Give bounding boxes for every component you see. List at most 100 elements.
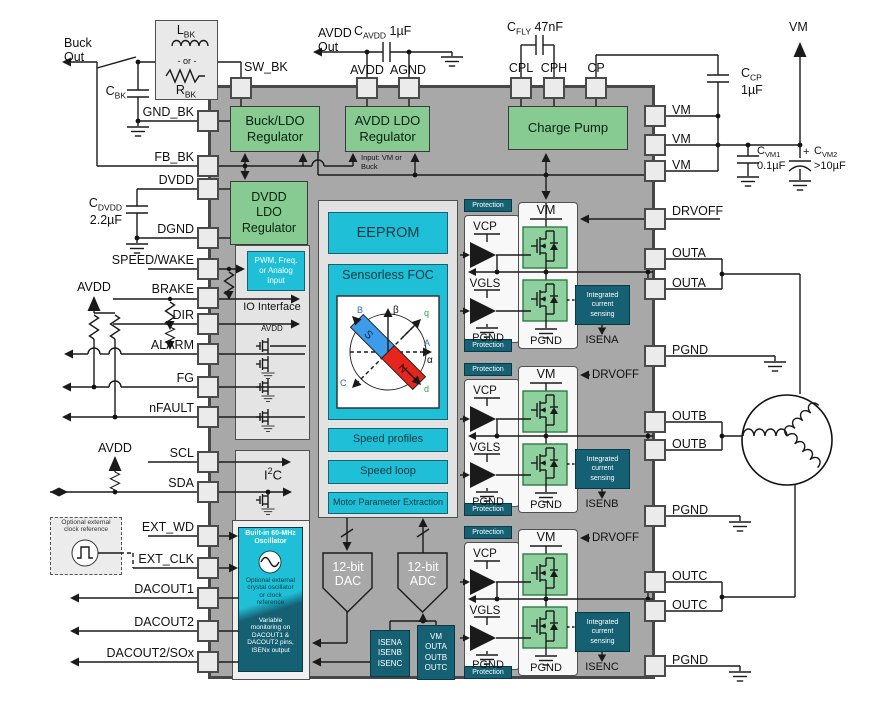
label-io-avdd: AVDD — [261, 324, 283, 333]
label-pin-fb-bk: FB_BK — [154, 150, 194, 164]
pin-scl — [197, 451, 219, 473]
block-pwm-input: PWM, Freq. or Analog Input — [247, 251, 305, 291]
pin-dgnd — [197, 227, 219, 249]
pin-cp — [585, 77, 607, 99]
label-avdd-pullup-2: AVDD — [98, 441, 132, 455]
label-drvoff-c: DRVOFF — [592, 532, 640, 544]
label-cavdd: CAVDD 1µF — [354, 24, 412, 41]
label-input-note: Input: VM or Buck — [361, 153, 402, 171]
pin-vm-2 — [644, 134, 666, 156]
label-cvm2: CVM2>10µF — [814, 145, 846, 172]
pin-ext-wd — [197, 525, 219, 547]
label-pin-nfault: nFAULT — [149, 401, 194, 415]
label-vm-top: VM — [789, 20, 808, 34]
label-i2c: I2C — [264, 466, 282, 483]
pin-avdd — [356, 77, 378, 99]
label-vcp-c: VCP — [473, 548, 497, 560]
protection-badge: Protection — [464, 503, 512, 516]
label-pin-outb-2: OUTB — [672, 437, 707, 451]
label-pin-outb-1: OUTB — [672, 409, 707, 423]
block-eeprom: EEPROM — [328, 212, 448, 254]
block-avdd-ldo-regulator: AVDD LDO Regulator — [345, 106, 430, 152]
pin-dvdd — [197, 178, 219, 200]
block-integrated-current-sensing-a: Integrated current sensing — [575, 285, 630, 325]
label-pgnd-a-bottom: PGND — [530, 335, 562, 347]
pin-pgnd-2 — [644, 505, 666, 527]
pin-vm-3 — [644, 160, 666, 182]
pin-pgnd-3 — [644, 655, 666, 677]
label-vcp-a: VCP — [473, 221, 497, 233]
label-cfly: CFLY 47nF — [507, 20, 563, 37]
protection-badge: Protection — [464, 339, 512, 352]
label-alpha-axis: α — [427, 355, 433, 366]
label-cbk: CBK — [105, 84, 126, 101]
pin-pgnd-1 — [644, 345, 666, 367]
label-vgls-b: VGLS — [469, 442, 501, 454]
label-pin-cph: CPH — [540, 61, 568, 75]
pin-sw-bk — [230, 77, 252, 99]
label-pgnd-a-left: PGND — [472, 332, 504, 344]
label-pin-sw-bk: SW_BK — [244, 60, 288, 74]
block-charge-pump: Charge Pump — [508, 106, 628, 150]
label-avdd-out: AVDD Out — [318, 26, 352, 55]
block-mux-isen: ISENA ISENB ISENC — [370, 630, 410, 677]
label-pin-pgnd-3: PGND — [672, 653, 709, 667]
label-vm-phase-b: VM — [536, 367, 556, 381]
pin-ext-clk — [197, 557, 219, 579]
label-clock-reference: Optional external clock reference — [61, 519, 111, 534]
label-pin-ext-clk: EXT_CLK — [138, 552, 194, 566]
pin-fb-bk — [197, 155, 219, 177]
dac-block-shape — [322, 552, 373, 613]
pin-dacout2-sox — [197, 651, 219, 673]
pin-dir — [197, 313, 219, 335]
label-pin-vm-3: VM — [672, 158, 691, 172]
block-motor-parameter-extraction: Motor Parameter Extraction — [328, 492, 448, 514]
label-q-axis: q — [424, 308, 430, 318]
label-d-axis: d — [424, 384, 430, 394]
pin-alarm — [197, 343, 219, 365]
label-pin-outc-1: OUTC — [672, 569, 708, 583]
label-drvoff-b: DRVOFF — [592, 369, 640, 381]
pin-dacout2 — [197, 620, 219, 642]
label-pin-avdd-top: AVDD — [350, 63, 384, 77]
label-dac: 12-bit DAC — [332, 560, 364, 589]
label-avdd-pullup-1: AVDD — [77, 280, 111, 294]
label-pin-vm-2: VM — [672, 132, 691, 146]
pin-cpl — [510, 77, 532, 99]
label-lbk: LBK — [176, 23, 196, 40]
label-osc-bottom: Variable monitoring on DACOUT1 & DACOUT2… — [247, 617, 294, 654]
label-pgnd-b-left: PGND — [472, 496, 504, 508]
label-pin-gnd-bk: GND_BK — [142, 105, 194, 119]
label-pin-dacout1: DACOUT1 — [134, 582, 194, 596]
pin-outa-1 — [644, 248, 666, 270]
block-mux-vm-out: VM OUTA OUTB OUTC — [417, 625, 455, 680]
protection-badge: Protection — [464, 526, 512, 539]
label-pin-outc-2: OUTC — [672, 598, 708, 612]
label-pin-dvdd: DVDD — [158, 173, 194, 187]
label-pin-vm-1: VM — [672, 103, 691, 117]
label-pin-brake: BRAKE — [151, 282, 194, 296]
label-pin-scl: SCL — [169, 446, 194, 460]
label-pgnd-c-bottom: PGND — [530, 662, 562, 674]
label-isena: ISENA — [585, 334, 619, 346]
pin-drvoff — [644, 208, 666, 230]
label-pin-sda: SDA — [168, 476, 194, 490]
label-pin-speed-wake: SPEED/WAKE — [111, 253, 194, 267]
label-io-interface: IO Interface — [243, 301, 301, 313]
label-pgnd-b-bottom: PGND — [530, 499, 562, 511]
pin-brake — [197, 287, 219, 309]
label-pin-outa-1: OUTA — [672, 246, 706, 260]
label-vm-phase-c: VM — [536, 530, 556, 544]
label-or: - or - — [177, 56, 197, 66]
block-integrated-current-sensing-c: Integrated current sensing — [575, 612, 630, 652]
label-isenb: ISENB — [585, 498, 619, 510]
label-pin-cpl: CPL — [508, 61, 534, 75]
pin-speed-wake — [197, 258, 219, 280]
label-pin-dacout2-sox: DACOUT2/SOx — [106, 646, 194, 660]
motor-symbol — [741, 394, 833, 486]
adc-block-shape — [397, 552, 448, 613]
